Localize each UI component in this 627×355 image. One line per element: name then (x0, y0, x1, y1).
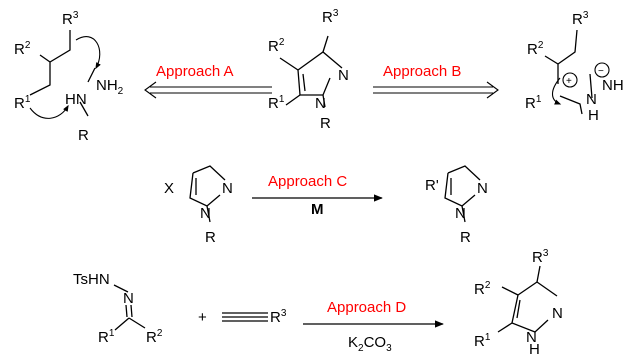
tshn-label: TsHN (73, 271, 110, 288)
plus-sign: + (198, 309, 207, 326)
reactant-n1: N (200, 205, 211, 222)
right-fragments: + − R3 R2 R1 NH N H (525, 10, 624, 124)
product-c-r: R (460, 229, 471, 246)
hydrazone-n: N (123, 290, 134, 307)
center-n2: N (338, 67, 349, 84)
left-r3: R3 (62, 10, 79, 28)
center-r: R (320, 115, 331, 132)
right-nh-partial: NH (602, 77, 624, 94)
center-r2: R2 (268, 37, 285, 55)
reactant-r: R (205, 229, 216, 246)
approach-c-product: R' N N R (425, 165, 488, 246)
product-d-n1: N (526, 329, 537, 346)
approach-d-label: Approach D (327, 299, 406, 316)
hydrazone-r1: R1 (98, 328, 115, 346)
alkyne: R3 (222, 308, 287, 326)
minus-charge: − (598, 66, 604, 77)
approach-a-arrow: Approach A (144, 63, 272, 99)
right-n: N (586, 91, 597, 108)
center-pyrazole: R2 R3 N N R1 R (268, 8, 349, 132)
base-k2co3: K2CO3 (348, 334, 392, 354)
hydrazone-r2: R2 (146, 328, 163, 346)
product-pyrazole-d: R2 R3 N N H R1 (474, 248, 563, 355)
left-nh2: NH2 (96, 77, 124, 97)
left-hn: HN (65, 91, 87, 108)
product-d-r2: R2 (474, 280, 491, 298)
product-d-r1: R1 (474, 332, 491, 350)
right-r2: R2 (527, 40, 544, 58)
product-c-n1: N (455, 205, 466, 222)
left-r2: R2 (14, 40, 31, 58)
product-c-n2: N (477, 180, 488, 197)
left-r1: R1 (14, 94, 31, 112)
product-r-prime: R' (425, 177, 439, 194)
alkyne-r3: R3 (270, 308, 287, 326)
approach-d-arrow: Approach D K2CO3 (303, 299, 444, 354)
product-d-n2: N (552, 305, 563, 322)
product-d-h: H (529, 341, 540, 355)
approach-b-label: Approach B (383, 63, 461, 80)
plus-charge: + (566, 76, 572, 87)
left-r: R (78, 127, 89, 144)
approach-b-arrow: Approach B (373, 63, 499, 99)
reactant-n2: N (222, 180, 233, 197)
approach-c-reactant: X N N R (164, 165, 233, 246)
right-r3: R3 (572, 10, 589, 28)
center-r1: R1 (268, 94, 285, 112)
approach-c-arrow: Approach C M (252, 173, 383, 218)
right-h: H (588, 107, 599, 124)
approach-a-label: Approach A (156, 63, 234, 80)
left-fragments: R3 R2 R1 NH2 HN R (14, 10, 124, 144)
center-n1: N (315, 95, 326, 112)
approach-c-label: Approach C (268, 173, 347, 190)
catalyst-m: M (311, 201, 324, 218)
product-d-r3: R3 (532, 248, 549, 266)
reactant-x: X (164, 180, 174, 197)
tosylhydrazone: TsHN N R1 R2 (73, 271, 163, 346)
center-r3: R3 (322, 8, 339, 26)
right-r1: R1 (525, 94, 542, 112)
